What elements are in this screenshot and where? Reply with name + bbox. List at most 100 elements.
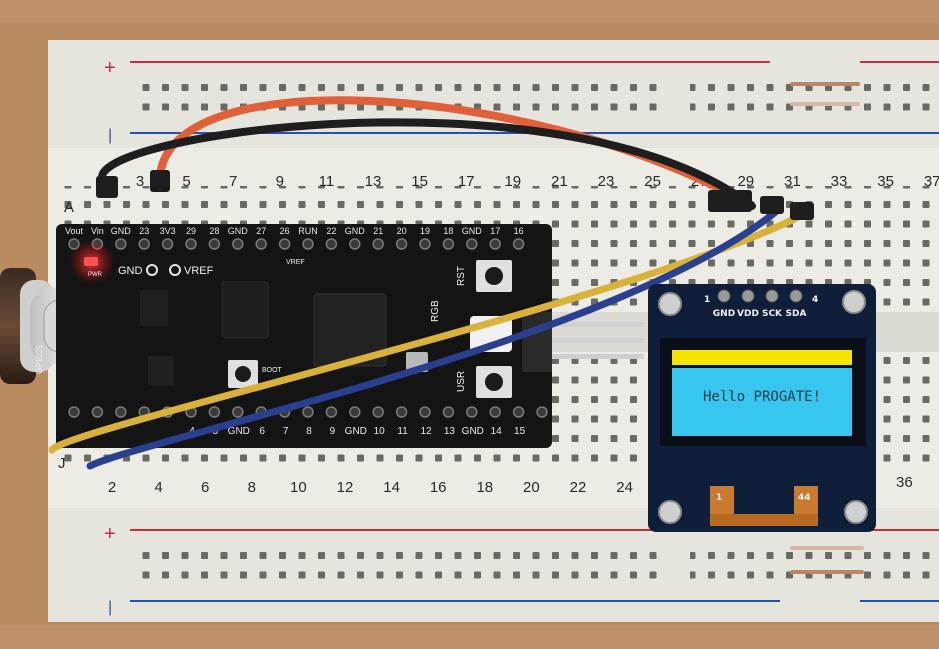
- oled-pin-label: SCK: [762, 309, 783, 319]
- mcu-bottom-pin: [349, 406, 361, 418]
- oled-pin-number-1: 1: [704, 295, 710, 305]
- mcu-top-pin: [232, 238, 244, 250]
- rst-label: RST: [456, 266, 467, 286]
- mcu-top-pin-label: 18: [443, 226, 453, 236]
- table-grain: [0, 0, 939, 22]
- vref-pad: [169, 264, 181, 276]
- oled-cyan-area: [672, 368, 852, 436]
- mcu-bottom-pin-label: GND: [462, 426, 484, 437]
- mcu-top-pin-label: 23: [139, 226, 149, 236]
- mcu-bottom-header: [68, 406, 548, 418]
- top-minus-sign: |: [108, 127, 112, 144]
- table-grain-bottom: [0, 625, 939, 649]
- mcu-bottom-pin-label: 14: [491, 426, 503, 437]
- bottom-column-number: 14: [383, 479, 400, 496]
- top-column-number: 29: [737, 173, 754, 190]
- blue-wire: [86, 206, 782, 470]
- mcu-top-header: [68, 238, 525, 250]
- top-column-number: 13: [365, 173, 382, 190]
- gnd-pad-label: GND: [118, 265, 143, 277]
- bottom-column-number: 16: [430, 479, 447, 496]
- mcu-top-pin: [185, 238, 197, 250]
- top-rail-holes-1: [138, 74, 668, 113]
- oled-mount-hole-tr: [842, 290, 866, 314]
- top-column-number: 31: [784, 173, 801, 190]
- mcu-top-pin-label: 28: [209, 226, 219, 236]
- mcu-bottom-pin-label: 12: [420, 426, 432, 437]
- oled-yellow-band: [672, 350, 852, 365]
- top-plus-sign: +: [104, 57, 116, 79]
- mcu-top-pin: [372, 238, 384, 250]
- small-ic: [148, 356, 174, 386]
- mcu-top-pin-label: 20: [397, 226, 407, 236]
- mcu-top-pin: [349, 238, 361, 250]
- flash-chip: [221, 281, 269, 339]
- oled-pin-header: [717, 289, 803, 303]
- black-wire: [97, 118, 756, 210]
- blue-wire-sleeve: [760, 196, 784, 214]
- top-column-number: 3: [136, 173, 144, 190]
- oled-pin: [789, 289, 803, 303]
- boot-label: BOOT: [262, 367, 283, 374]
- top-column-number: 11: [319, 173, 335, 190]
- yellow-wire-sleeve: [790, 202, 814, 220]
- rgb-label: RGB: [430, 300, 441, 322]
- mcu-top-pin: [115, 238, 127, 250]
- top-column-number: 35: [877, 173, 894, 190]
- mcu-top-pin-label: 16: [514, 226, 524, 236]
- mcu-bottom-pin-label: 7: [283, 426, 289, 437]
- bottom-minus-sign: |: [108, 599, 112, 616]
- mcu-bottom-pin: [91, 406, 104, 418]
- oled-pin: [741, 289, 755, 303]
- vref-pad-label: VREF: [184, 265, 214, 277]
- top-column-number: 15: [411, 173, 428, 190]
- oled-display-text: Hello PROGATE!: [703, 389, 821, 405]
- oled-pin: [765, 289, 779, 303]
- bottom-column-number: 22: [570, 479, 587, 496]
- mcu-bottom-pin: [208, 406, 221, 418]
- gnd-pad: [146, 264, 158, 276]
- top-column-number: 7: [229, 173, 237, 190]
- mcu-bottom-pin-label: 8: [306, 426, 312, 437]
- mcu-bottom-pin-label: 13: [444, 426, 456, 437]
- mcu-top-pin-label: 17: [490, 226, 500, 236]
- oled-pin-label: SDA: [786, 309, 807, 319]
- vref-small-label: VREF: [286, 259, 305, 266]
- bottom-rail-holes-1: [138, 540, 668, 579]
- mcu-bottom-pin: [395, 406, 408, 418]
- mcu-bottom-pin: [419, 406, 431, 418]
- usr-label: USR: [456, 371, 467, 392]
- mcu-top-pin: [419, 238, 431, 250]
- mcu-top-pin-label: GND: [345, 226, 366, 236]
- top-column-number: 21: [551, 173, 568, 190]
- side-header-connector: [522, 312, 552, 372]
- mcu-bottom-pin: [372, 406, 384, 418]
- mcu-top-pin: [161, 238, 174, 250]
- mcu-top-pin-label: 27: [256, 226, 266, 236]
- bottom-column-number: 18: [476, 479, 493, 496]
- black-wire-end: [96, 176, 118, 198]
- gp-label: GP1025: [35, 344, 44, 374]
- bottom-column-number: 6: [201, 479, 209, 496]
- left-row-marker: J: [58, 455, 66, 472]
- bottom-column-number: 24: [616, 479, 633, 496]
- mcu-top-pin: [512, 238, 525, 250]
- mcu-bottom-pin-label: 9: [330, 426, 336, 437]
- mcu-top-pin: [395, 238, 408, 250]
- mcu-top-pin: [255, 238, 267, 250]
- mcu-top-pin-label: GND: [462, 226, 483, 236]
- mcu-top-pin-label: 26: [280, 226, 290, 236]
- mcu-bottom-pin-label: GND: [345, 426, 367, 437]
- mcu-bottom-pin: [466, 406, 478, 418]
- oled-ribbon-mark-1: 1: [716, 493, 722, 503]
- top-column-number: 19: [504, 173, 521, 190]
- mcu-top-pin-label: 21: [373, 226, 383, 236]
- bottom-column-number: 4: [154, 479, 162, 496]
- oled-ribbon-bottom: [710, 514, 818, 526]
- top-column-number: 23: [598, 173, 615, 190]
